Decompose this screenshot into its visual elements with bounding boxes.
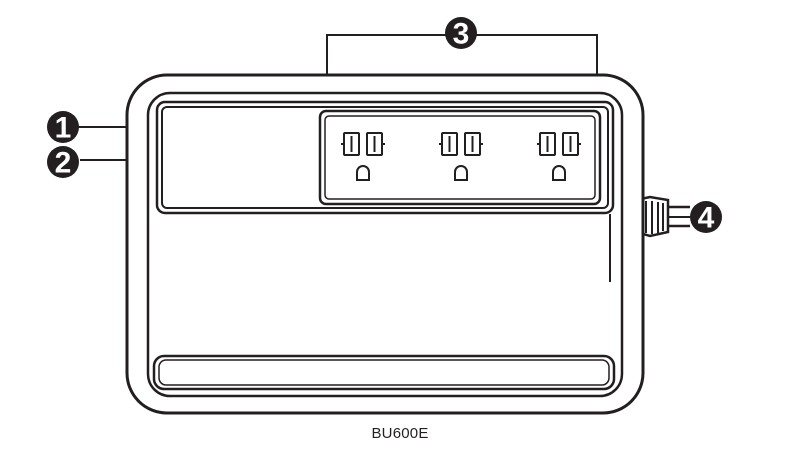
outlet: [439, 132, 483, 181]
callout-2: 2: [47, 146, 79, 180]
outlet-ground-hole: [454, 165, 468, 181]
outlet: [537, 132, 581, 181]
outlet-ground-hole: [552, 165, 566, 181]
callout-1-label: 1: [55, 112, 72, 145]
top-panel-inner: [161, 106, 609, 209]
bottom-panel: [152, 354, 616, 391]
outlet-ground-hole: [356, 165, 370, 181]
callout-4: 4: [690, 201, 722, 235]
callout-3-label: 3: [453, 18, 470, 51]
callout-4-label: 4: [698, 202, 715, 235]
outlets: [341, 132, 581, 181]
outlet-panel: [318, 109, 602, 206]
outlet-panel-inner: [324, 115, 596, 200]
callout-2-label: 2: [55, 147, 72, 180]
callout-3: 3: [445, 17, 477, 51]
callout-1: 1: [47, 111, 79, 145]
model-label: BU600E: [371, 425, 429, 442]
outlet: [341, 132, 385, 181]
bottom-panel-inner: [158, 359, 610, 386]
